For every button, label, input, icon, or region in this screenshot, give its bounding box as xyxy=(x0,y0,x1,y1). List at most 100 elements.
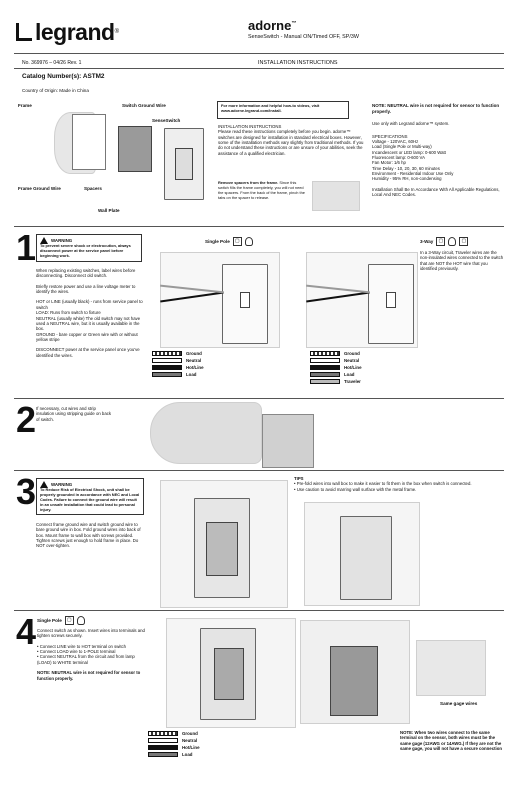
step3-warning-title: WARNING xyxy=(51,481,73,487)
legend-left-0: Ground xyxy=(186,350,202,356)
product-name: adorne™ xyxy=(248,18,296,34)
legend-left-2: Hot/Line xyxy=(186,364,204,370)
specs-title: SPECIFICATIONS xyxy=(372,133,408,139)
spec-item: Incandescent or LED lamp: 0-600 Watt xyxy=(372,149,446,155)
spec-item: Humidity - 95% RH, non-condensing xyxy=(372,176,442,182)
switch-back-illustration xyxy=(262,414,314,468)
tip-item: Use caution to avoid marring wall surfac… xyxy=(294,487,500,492)
logo-reg: ® xyxy=(114,28,119,35)
spec-item: Environment - Residential Indoor Use Onl… xyxy=(372,171,454,177)
step4-legend-1: Neutral xyxy=(182,737,198,743)
label-frame-ground-wire: Frame Ground Wire xyxy=(18,186,61,191)
step1-divider xyxy=(14,226,504,227)
legend-right-3: Load xyxy=(344,371,355,377)
step4-single-pole-header: Single Pole ▢ xyxy=(37,616,85,625)
legrand-mark-icon xyxy=(16,23,32,42)
step4-bullet: Connect LINE wire to HOT terminal on swi… xyxy=(37,644,149,649)
catalog-number: Catalog Number(s): ASTM2 xyxy=(22,73,105,80)
label-frame: Frame xyxy=(18,103,32,108)
step4-bullets: Connect LINE wire to HOT terminal on swi… xyxy=(37,644,149,665)
spec-item: Load (Single Pole or Multi-way) xyxy=(372,144,432,150)
old-toggle-2 xyxy=(386,292,396,308)
same-gauge-label: Same gage wires xyxy=(440,701,478,706)
product-text: adorne xyxy=(248,18,292,33)
step4-bullet: Connect NEUTRAL from the circuit and fro… xyxy=(37,654,149,665)
spec-item: Fan Motor: 1/6 hp xyxy=(372,160,406,166)
mount-box xyxy=(206,522,238,576)
switch-icon: ▢ xyxy=(232,237,242,246)
step4-legend-2: Hot/Line xyxy=(182,744,200,750)
step1-legend-left: Ground Neutral Hot/Line Load xyxy=(152,350,204,378)
warning-icon-2 xyxy=(40,481,48,488)
step1-para7: DISCONNECT power at the service panel on… xyxy=(36,347,140,358)
tips-title: TIPS xyxy=(294,476,304,481)
product-subtitle: SenseSwitch - Manual ON/Timed OFF, SP/3W xyxy=(248,34,359,40)
spec-item: Time Delay - 10, 20, 30, 60 minutes xyxy=(372,165,440,171)
legend-right-2: Hot/Line xyxy=(344,364,362,370)
step1-three-way-label: 3-Way xyxy=(420,238,434,244)
step2-number: 2 xyxy=(16,399,37,440)
step4-neutral-note: NOTE: NEUTRAL wire is not required for s… xyxy=(37,670,141,681)
three-way-note: In a 3-Way circuit, Traveler wires are t… xyxy=(420,250,504,272)
step1-warning-title: WARNING xyxy=(51,237,73,243)
step4-legend-0: Ground xyxy=(182,730,198,736)
specs-column: NOTE: NEUTRAL wire is not required for s… xyxy=(372,103,506,198)
step3-tips: TIPS Pre-fold wires into wall box to mak… xyxy=(294,476,500,492)
spacers-note: Remove spacers from the frame. Since thi… xyxy=(218,180,306,201)
country-origin: Country of Origin: Made in China xyxy=(22,88,89,93)
step1-warning: WARNING To prevent severe shock or elect… xyxy=(36,234,142,262)
install-code-note: Installation Shall Be In Accordance With… xyxy=(372,186,500,198)
install-instructions-title: INSTALLATION INSTRUCTIONS xyxy=(218,124,282,129)
install-instructions-body: Please read these instructions completel… xyxy=(218,129,364,156)
bulb-icon-2 xyxy=(448,237,457,246)
step3-warning-body: To Reduce Risk of Electrical Shock, unit… xyxy=(40,487,140,512)
parts-diagram: Frame Switch Ground Wire SenseSwitch Fra… xyxy=(14,100,212,215)
switch-body-illustration xyxy=(118,126,152,172)
spacers-note-body: Since this switch fills the frame comple… xyxy=(218,180,305,200)
step4-text: Connect switch as shown. Insert wires in… xyxy=(37,628,149,681)
step3-divider xyxy=(14,470,504,471)
terminal-block xyxy=(330,646,378,716)
spec-item: Voltage - 120VAC, 60Hz xyxy=(372,138,419,144)
label-spacers: Spacers xyxy=(84,186,102,191)
same-gauge-illustration xyxy=(416,640,486,696)
step1-para2: Briefly restore power and use a line vol… xyxy=(36,283,136,295)
step1-para1: When replacing existing switches, label … xyxy=(36,268,136,279)
step2-divider xyxy=(14,398,504,399)
step1-para6: GROUND - bare copper or Green wire with … xyxy=(36,331,138,342)
fold-frame xyxy=(340,516,392,600)
step1-three-way-header: 3-Way ▢ ▢ xyxy=(420,237,469,246)
bulb-icon xyxy=(244,237,253,246)
install-instructions: INSTALLATION INSTRUCTIONS Please read th… xyxy=(218,124,364,156)
legend-right-1: Neutral xyxy=(344,357,360,363)
step1-number: 1 xyxy=(16,227,37,268)
neutral-note: NOTE: NEUTRAL wire is not required for s… xyxy=(372,103,500,114)
gauge-note: NOTE: When two wires connect to the same… xyxy=(400,730,502,752)
bulb-icon-3 xyxy=(76,616,85,625)
old-toggle xyxy=(240,292,250,308)
step3-number: 3 xyxy=(16,471,37,512)
step1-text: When replacing existing switches, label … xyxy=(36,268,144,358)
step1-single-pole-label: Single Pole xyxy=(205,238,230,244)
step1-para3: HOT or LINE (usually black) - runs from … xyxy=(36,299,143,310)
subheader-divider xyxy=(14,68,504,69)
step4-divider xyxy=(14,610,504,611)
step4-single-pole-label: Single Pole xyxy=(37,617,62,623)
header-divider xyxy=(14,53,504,54)
step4-legend-3: Load xyxy=(182,751,193,757)
doc-number: No. 369976 – 04/26 Rev. 1 xyxy=(22,60,82,66)
label-wall-plate: Wall Plate xyxy=(98,208,120,213)
info-box: For more information and helpful how-to … xyxy=(217,101,349,119)
label-senseswitch: SenseSwitch xyxy=(152,118,181,123)
step4-number: 4 xyxy=(16,611,37,652)
legend-right-0: Ground xyxy=(344,350,360,356)
step4-bullet: Connect LOAD wire to 1-POLE terminal xyxy=(37,649,149,654)
spacers-note-bold: Remove spacers from the frame. xyxy=(218,180,279,185)
step1-legend-right: Ground Neutral Hot/Line Load Traveler xyxy=(310,350,362,385)
tips-list: Pre-fold wires into wall box to make it … xyxy=(294,481,500,492)
legend-left-3: Load xyxy=(186,371,197,377)
step1-para4: LOAD: Runs from switch to fixture xyxy=(36,310,101,316)
step1-warning-body: To prevent severe shock or electrocution… xyxy=(40,243,131,258)
legrand-logo: legrand® xyxy=(16,18,119,47)
